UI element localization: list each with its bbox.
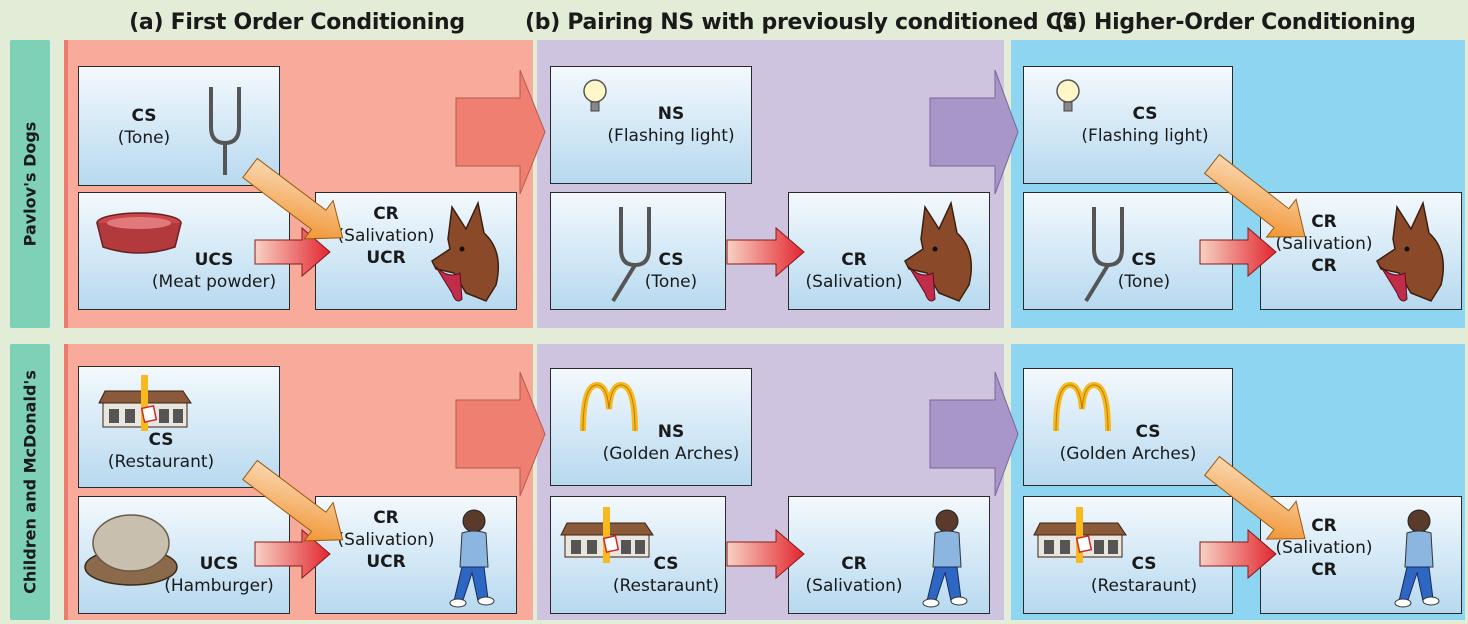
term: CS <box>1131 250 1157 270</box>
term: CR <box>1311 212 1337 232</box>
description: (Salivation) <box>1275 538 1373 558</box>
box-kids-b-ns: NS (Golden Arches) <box>550 368 752 486</box>
column-title-higher-order: (c) Higher-Order Conditioning <box>1054 10 1416 35</box>
term: CS <box>1132 104 1158 124</box>
term: CR <box>1311 516 1337 536</box>
term: UCS <box>199 554 239 574</box>
term: CS <box>1131 554 1157 574</box>
term-2: CR <box>1311 256 1337 276</box>
description: (Salivation) <box>1275 234 1373 254</box>
term: CS <box>131 106 157 126</box>
box-dogs-b-ns: NS (Flashing light) <box>550 66 752 184</box>
term-2: UCR <box>366 552 406 572</box>
box-kids-a-cs: CS (Restaurant) <box>78 366 280 488</box>
description: (Tone) <box>644 272 698 292</box>
description: (Salivation) <box>805 576 903 596</box>
box-kids-b-cs: CS (Restaraunt) <box>550 496 726 614</box>
box-dogs-c-cs-light: CS (Flashing light) <box>1023 66 1233 184</box>
description: (Restaraunt) <box>1090 576 1198 596</box>
box-dogs-a-ucs: UCS (Meat powder) <box>78 192 290 310</box>
box-kids-b-cr: CR (Salivation) <box>788 496 990 614</box>
description: (Golden Arches) <box>602 444 740 464</box>
description: (Meat powder) <box>151 272 277 292</box>
description: (Restaurant) <box>107 452 215 472</box>
description: (Tone) <box>1117 272 1171 292</box>
description: (Flashing light) <box>1081 126 1209 146</box>
box-dogs-c-cr: CR (Salivation) CR <box>1260 192 1462 310</box>
term: CR <box>373 508 399 528</box>
description: (Salivation) <box>805 272 903 292</box>
description: (Golden Arches) <box>1059 444 1197 464</box>
box-kids-c-cr: CR (Salivation) CR <box>1260 496 1462 614</box>
box-kids-c-cs-arches: CS (Golden Arches) <box>1023 368 1233 486</box>
box-dogs-a-cr: CR (Salivation) UCR <box>315 192 517 310</box>
box-kids-a-ucs: UCS (Hamburger) <box>78 496 290 614</box>
row-label-children-mcdonalds: Children and McDonald's <box>10 344 50 620</box>
term-2: CR <box>1311 560 1337 580</box>
box-dogs-a-cs: CS (Tone) <box>78 66 280 186</box>
description: (Flashing light) <box>607 126 735 146</box>
term: CS <box>653 554 679 574</box>
box-dogs-c-cs-tone: CS (Tone) <box>1023 192 1233 310</box>
description: (Salivation) <box>337 226 435 246</box>
description: (Restaraunt) <box>612 576 720 596</box>
term: CS <box>148 430 174 450</box>
term: CS <box>1135 422 1161 442</box>
term-2: UCR <box>366 248 406 268</box>
term: CR <box>841 554 867 574</box>
description: (Hamburger) <box>164 576 274 596</box>
term: UCS <box>194 250 234 270</box>
term: CR <box>373 204 399 224</box>
term: NS <box>657 104 685 124</box>
box-dogs-b-cs: CS (Tone) <box>550 192 726 310</box>
column-title-first-order: (a) First Order Conditioning <box>129 10 465 35</box>
box-kids-c-cs-restaurant: CS (Restaraunt) <box>1023 496 1233 614</box>
description: (Salivation) <box>337 530 435 550</box>
term: CS <box>658 250 684 270</box>
term: NS <box>657 422 685 442</box>
description: (Tone) <box>117 128 171 148</box>
term: CR <box>841 250 867 270</box>
row-label-pavlovs-dogs: Pavlov's Dogs <box>10 40 50 328</box>
column-title-pairing: (b) Pairing NS with previously condition… <box>525 10 1078 35</box>
box-kids-a-cr: CR (Salivation) UCR <box>315 496 517 614</box>
box-dogs-b-cr: CR (Salivation) <box>788 192 990 310</box>
